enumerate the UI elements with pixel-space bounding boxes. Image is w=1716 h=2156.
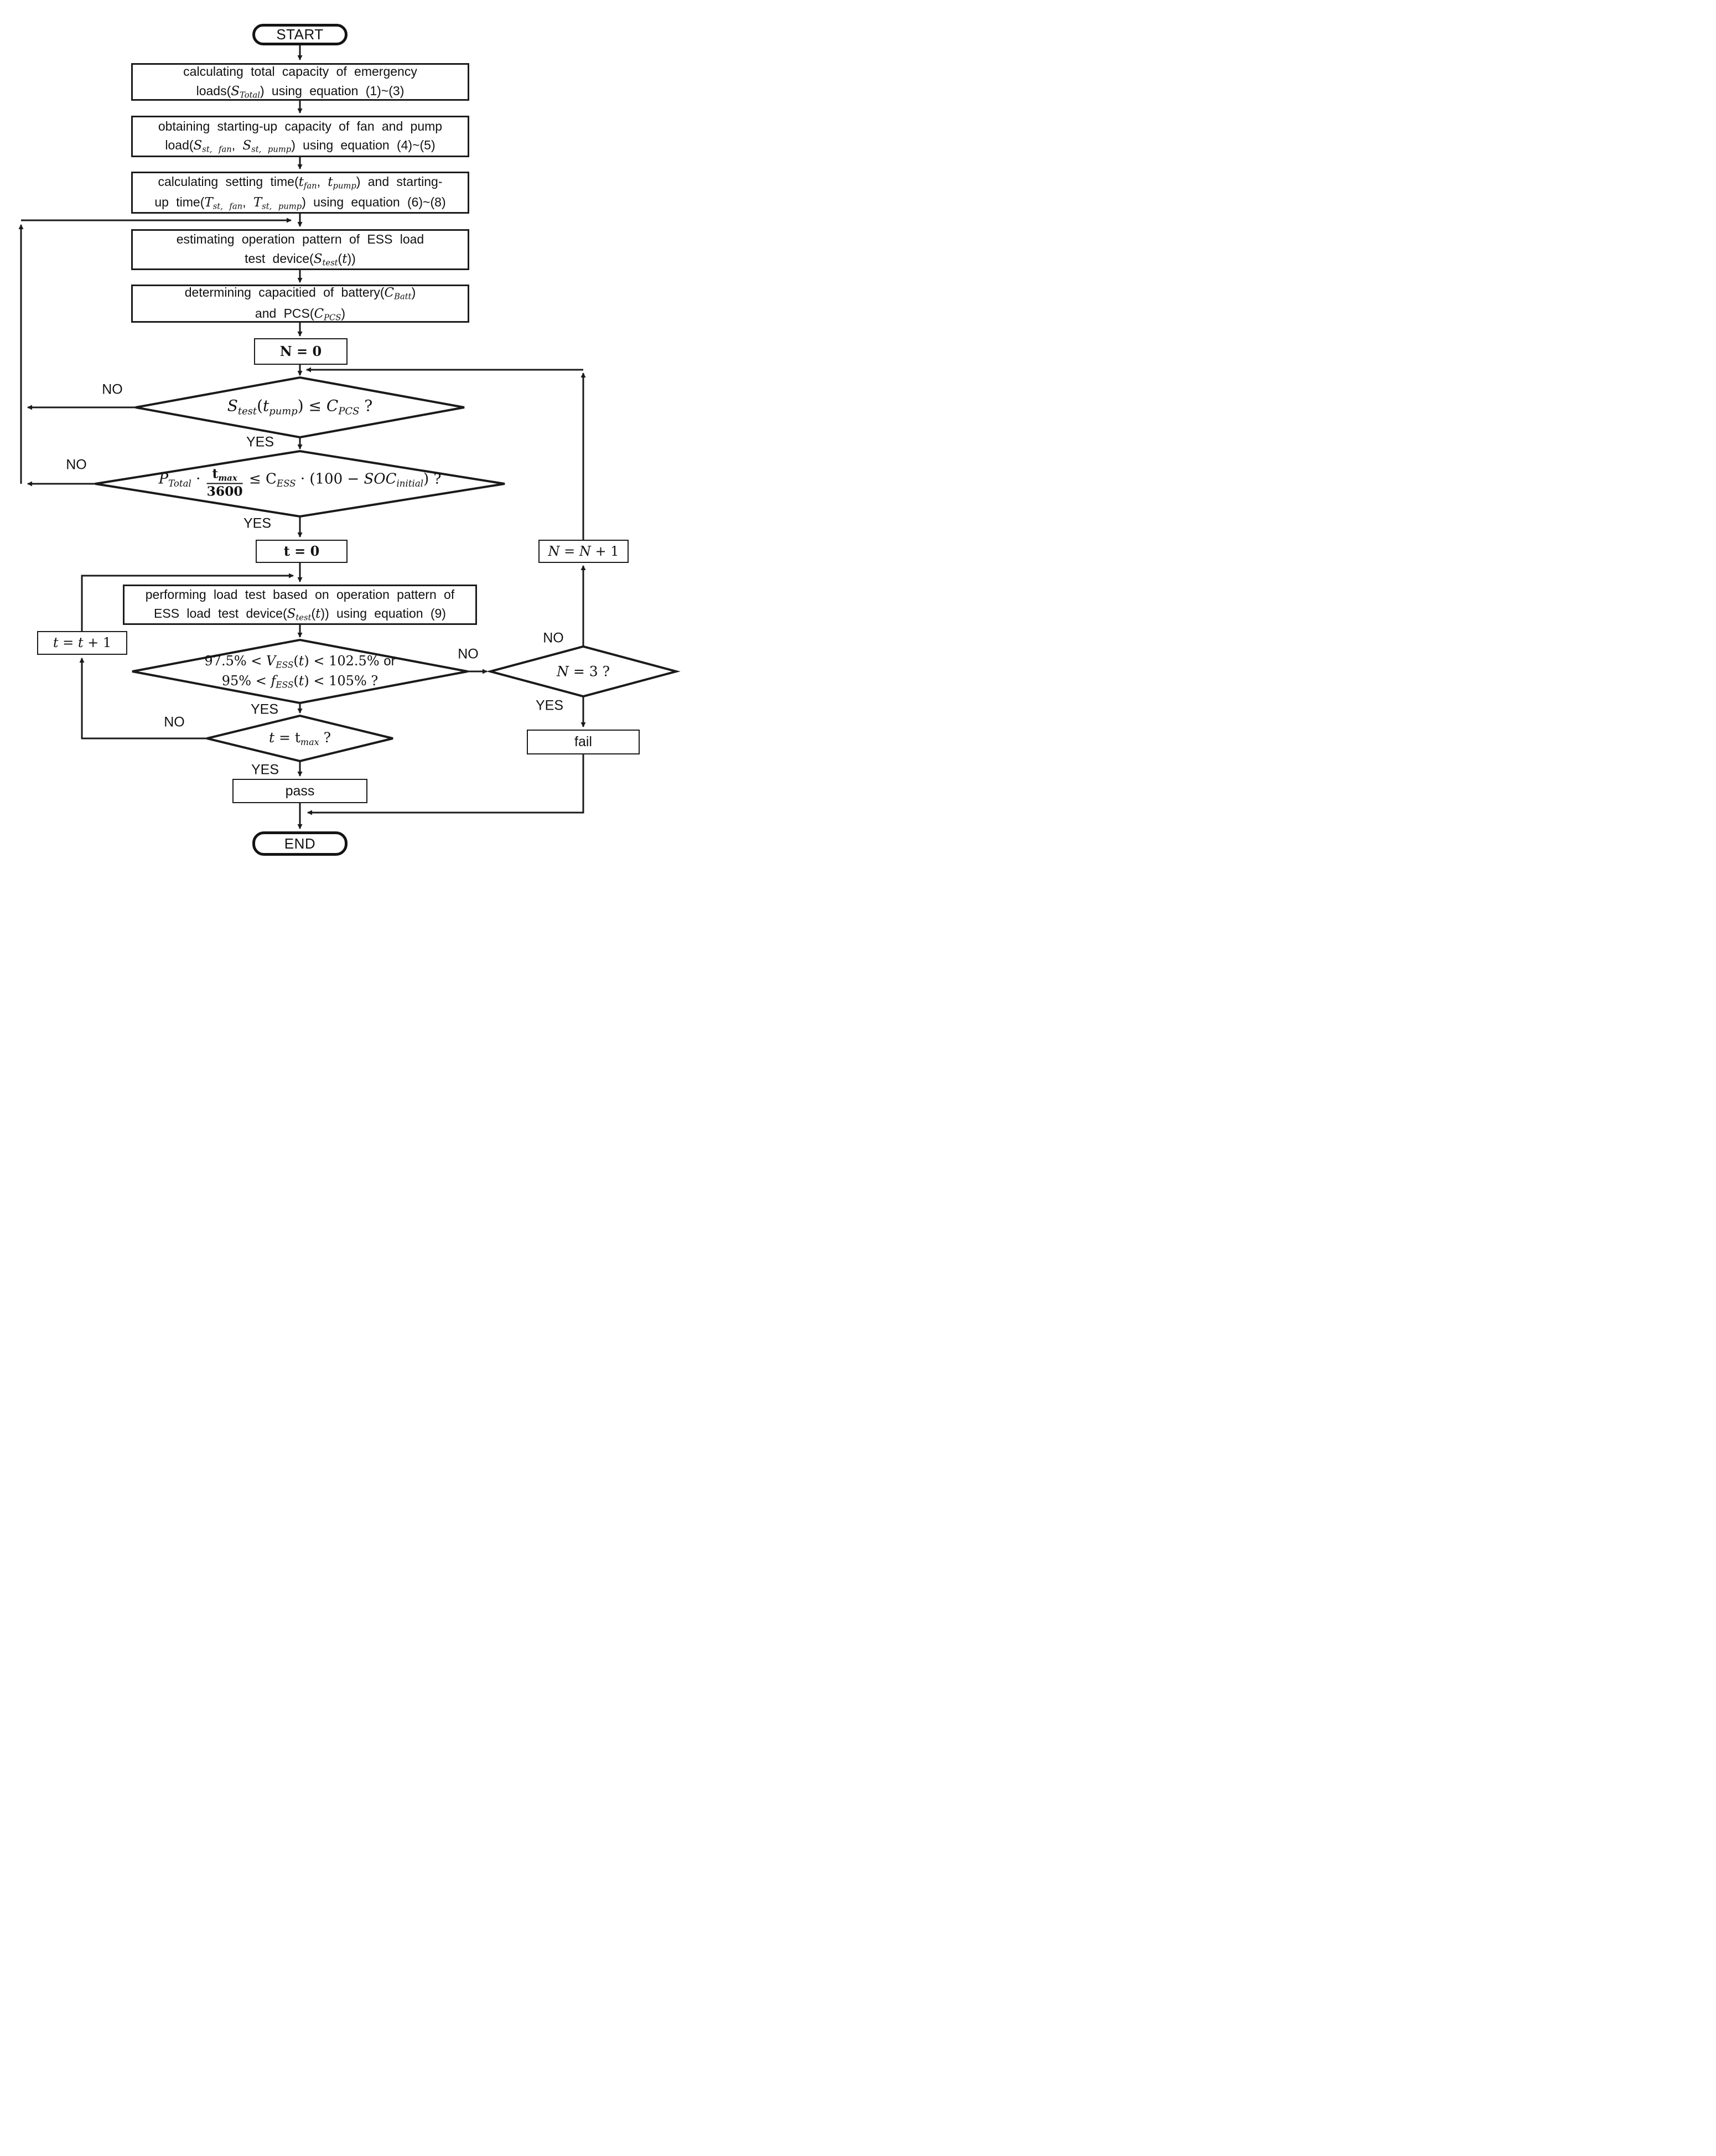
flowchart-connectors (18, 45, 681, 829)
label-pcs-no: NO (100, 381, 125, 398)
process-load-test: performing load test based on operation … (123, 585, 477, 625)
process-n-increment: N = N + 1 (538, 540, 629, 563)
decision-tmax-shape (206, 714, 393, 763)
flowchart-canvas: START END calculating total capacity of … (0, 0, 686, 862)
start-label: START (276, 26, 324, 43)
label-nlimit-no: NO (541, 630, 566, 647)
process-operation-pattern-line2: test device(Stest(t)) (245, 251, 356, 268)
start-terminal: START (252, 24, 348, 45)
label-nlimit-yes: YES (533, 697, 566, 714)
decision-vf-text: 97.5% < VESS(t) < 102.5% or 95% < fESS(t… (204, 652, 395, 691)
label-tmax-no: NO (162, 714, 186, 731)
label-tmax-yes: YES (249, 762, 281, 778)
process-pass-label: pass (285, 783, 315, 799)
process-starting-capacity-line2: load(Sst, fan, Sst, pump) using equation… (165, 138, 436, 155)
label-ess-yes: YES (241, 515, 273, 532)
decision-tmax-text: t = tmax ? (268, 729, 331, 748)
process-calc-total-line1: calculating total capacity of emergency (183, 64, 417, 79)
process-n-init: N = 0 (254, 338, 348, 365)
process-capacities: determining capacitied of battery(CBatt)… (131, 285, 469, 323)
label-vf-no: NO (456, 646, 480, 663)
edge-tmax-no (79, 658, 207, 740)
process-n-increment-text: N = N + 1 (548, 543, 619, 559)
decision-vf-shape (132, 638, 468, 705)
edge-tloop-top (81, 573, 294, 631)
process-setting-time-line2: up time(Tst, fan, Tst, pump) using equat… (154, 195, 446, 211)
label-vf-yes: YES (248, 701, 281, 718)
decision-nlimit-text: N = 3 ? (557, 663, 610, 680)
end-terminal: END (252, 831, 348, 856)
process-pass: pass (232, 779, 367, 803)
process-fail: fail (527, 730, 640, 754)
process-t-init: t = 0 (256, 540, 348, 563)
process-calc-total-line2: loads(STotal) using equation (1)~(3) (196, 83, 405, 100)
process-t-increment-text: t = t + 1 (53, 635, 112, 650)
end-label: END (284, 835, 316, 852)
decision-pcs-text: Stest(tpump) ≤ CPCS ? (227, 396, 373, 417)
decision-pcs-shape (135, 376, 465, 439)
process-setting-time-line1: calculating setting time(tfan, tpump) an… (158, 174, 443, 191)
decision-vf-line2: 95% < fESS(t) < 105% ? (221, 673, 379, 690)
process-starting-capacity: obtaining starting-up capacity of fan an… (131, 116, 469, 157)
edge-fail-to-join (307, 754, 584, 815)
label-pcs-yes: YES (244, 434, 276, 451)
process-fail-label: fail (574, 734, 592, 749)
process-capacities-line1: determining capacitied of battery(CBatt) (184, 285, 416, 302)
process-setting-time: calculating setting time(tfan, tpump) an… (131, 172, 469, 214)
decision-nlimit-shape (486, 645, 681, 698)
process-load-test-line1: performing load test based on operation … (145, 587, 455, 602)
process-t-init-text: t = 0 (283, 543, 320, 559)
process-operation-pattern-line1: estimating operation pattern of ESS load (176, 232, 424, 246)
process-starting-capacity-line1: obtaining starting-up capacity of fan an… (158, 118, 443, 133)
process-t-increment: t = t + 1 (37, 631, 127, 655)
decision-ess-shape (95, 449, 505, 518)
label-ess-no: NO (64, 457, 89, 473)
process-capacities-line2: and PCS(CPCS) (255, 306, 346, 323)
process-calc-total: calculating total capacity of emergency … (131, 63, 469, 101)
process-operation-pattern: estimating operation pattern of ESS load… (131, 229, 469, 270)
process-n-init-text: N = 0 (279, 343, 322, 359)
process-load-test-line2: ESS load test device(Stest(t)) using equ… (154, 606, 446, 623)
decision-vf-line1: 97.5% < VESS(t) < 102.5% or (204, 653, 396, 670)
